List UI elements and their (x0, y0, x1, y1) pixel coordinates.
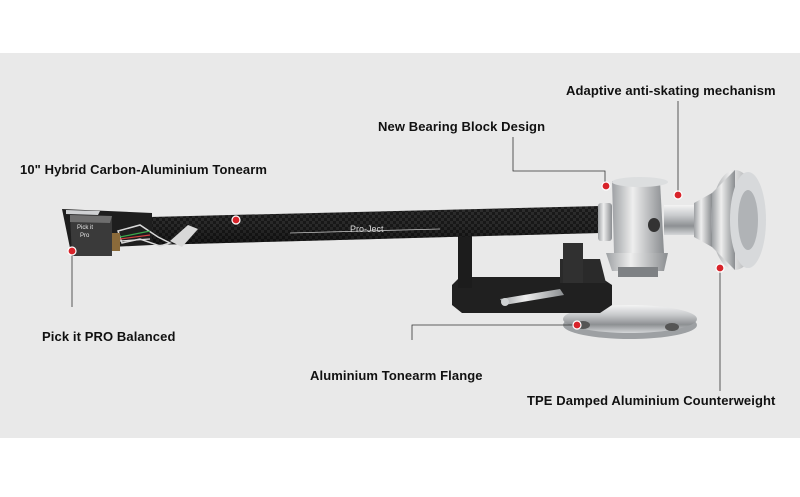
callout-tonearm: 10" Hybrid Carbon-Aluminium Tonearm (20, 162, 268, 177)
dot-cartridge (67, 246, 77, 256)
dot-antiskating (673, 190, 683, 200)
arm-brand-text: Pro-Ject (350, 224, 384, 234)
tonearm-illustration: Pro-Ject Pick it Pro (62, 101, 766, 391)
dot-flange (572, 320, 582, 330)
dot-bearing (601, 181, 611, 191)
callout-bearing-block: New Bearing Block Design (378, 119, 546, 134)
counterweight (664, 170, 766, 270)
leader-bearing (512, 137, 606, 185)
callout-flange: Aluminium Tonearm Flange (310, 368, 483, 383)
bearing-block (598, 177, 668, 277)
headshell (62, 209, 198, 256)
callout-dots (67, 181, 725, 330)
anti-skating-lever (500, 289, 564, 306)
leader-flange (411, 324, 576, 340)
callout-cartridge: Pick it PRO Balanced (42, 329, 176, 344)
dot-counterweight (715, 263, 725, 273)
product-figure: Pro-Ject Pick it Pro (0, 53, 800, 438)
cartridge-text-1: Pick it (77, 225, 93, 231)
callout-counterweight: TPE Damped Aluminium Counterweight (527, 393, 776, 408)
dot-tonearm (231, 215, 241, 225)
callout-anti-skating: Adaptive anti-skating mechanism (566, 83, 776, 98)
leader-lines (71, 101, 721, 391)
cartridge-text-2: Pro (80, 233, 90, 239)
carbon-arm-tube (150, 206, 600, 245)
